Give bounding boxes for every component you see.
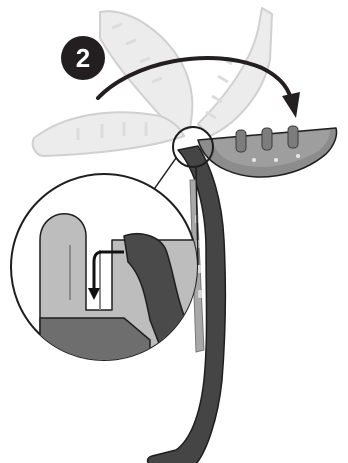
seat-panel xyxy=(197,125,338,178)
hook-arrow xyxy=(92,250,124,292)
panel-clips xyxy=(235,125,299,153)
step-number-badge: 2 xyxy=(61,36,105,80)
hinge-focus-circle xyxy=(172,126,214,168)
ghost-panel-upright-right xyxy=(197,7,273,137)
zoom-callout xyxy=(10,173,198,361)
rotation-arrow xyxy=(96,56,300,118)
ghost-panel-horizontal-left xyxy=(31,111,185,157)
rotation-arrow-head xyxy=(282,92,300,118)
